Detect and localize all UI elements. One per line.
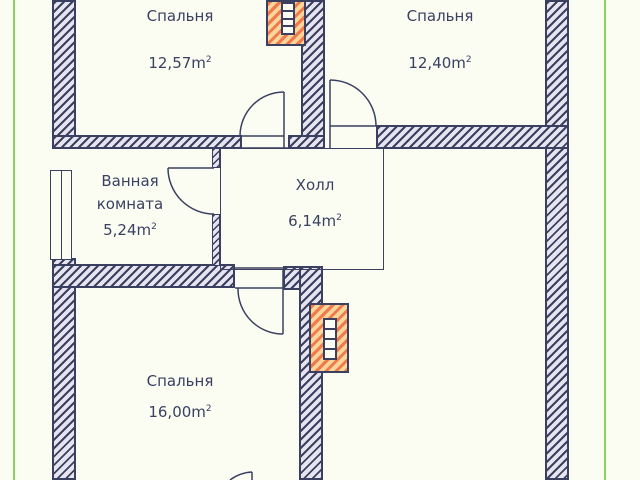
area-value: 6,14 (288, 212, 322, 230)
frame-line-left (13, 0, 15, 480)
door-bathroom[interactable] (167, 167, 215, 215)
wall-bathroom-bottom (52, 264, 235, 288)
area-unit: m (191, 403, 206, 421)
area-unit-sup: 2 (151, 222, 157, 232)
outer-wall-left-bottom (52, 258, 76, 480)
area-value: 12,40 (408, 54, 452, 72)
chimney-flue-lower (309, 303, 349, 373)
room-bedroom3-name: Спальня (146, 372, 214, 390)
area-unit: m (451, 54, 466, 72)
hall-outline (220, 148, 384, 270)
area-unit: m (321, 212, 337, 230)
partition-bathroom-top (212, 148, 220, 168)
room-bedroom2-name: Спальня (406, 7, 474, 25)
area-unit: m (191, 54, 206, 72)
room-bathroom-name-line2: комната (96, 195, 164, 213)
room-bathroom-name-line1: Ванная (101, 172, 159, 190)
door-bedroom3[interactable] (235, 267, 285, 335)
wall-bedroom1-bottom (52, 135, 242, 149)
partition-bathroom-bottom (212, 214, 220, 266)
area-unit-sup: 2 (205, 404, 212, 414)
room-bedroom1-name: Спальня (146, 7, 214, 25)
area-unit-sup: 2 (205, 55, 212, 65)
flue-vent-top (281, 2, 295, 35)
area-unit-sup: 2 (336, 213, 342, 223)
door-bedroom2[interactable] (329, 79, 377, 149)
frame-line-right (604, 0, 606, 480)
area-value: 16,00 (148, 403, 192, 421)
room-bedroom1-area: 12,57m2 (100, 51, 260, 73)
wall-bedroom3-right (299, 266, 323, 480)
outer-wall-right (545, 0, 569, 480)
chimney-flue-top (266, 0, 306, 46)
wall-bedroom2-bottom (376, 125, 569, 149)
room-bathroom-area: 5,24m2 (80, 218, 180, 240)
room-bedroom2-area: 12,40m2 (360, 51, 520, 73)
area-unit-sup: 2 (465, 55, 472, 65)
flue-vent-lower (323, 318, 337, 360)
area-value: 5,24 (103, 221, 137, 239)
wall-bedrooms-divider (301, 0, 325, 148)
area-unit: m (136, 221, 152, 239)
door-lower-partial[interactable] (229, 471, 253, 480)
area-value: 12,57 (148, 54, 192, 72)
bathroom-window (50, 170, 72, 260)
room-bedroom3-area: 16,00m2 (100, 400, 260, 422)
door-bedroom1[interactable] (239, 91, 288, 149)
room-hall-name: Холл (295, 176, 335, 194)
room-hall-area: 6,14m2 (250, 209, 380, 231)
